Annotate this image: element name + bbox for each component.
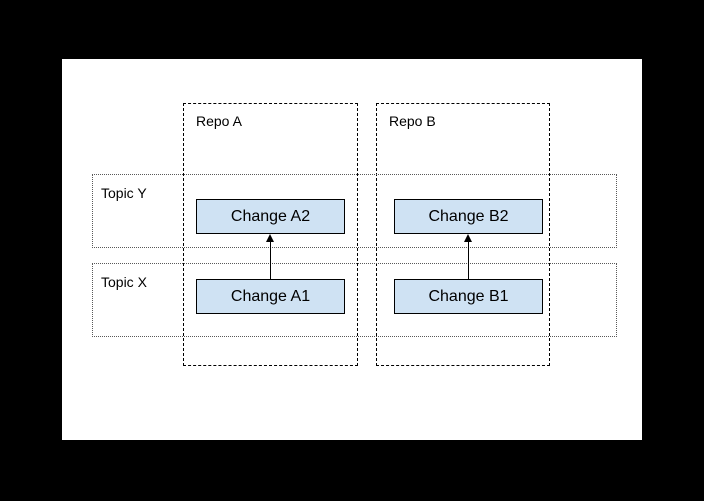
change-a1-node: Change A1 xyxy=(196,279,345,314)
repo-a-container: Repo A xyxy=(183,103,358,366)
repo-a-label: Repo A xyxy=(196,113,242,129)
arrow-up-icon xyxy=(266,234,274,242)
repo-b-container: Repo B xyxy=(376,103,550,366)
arrow-up-icon xyxy=(464,234,472,242)
change-a2-node: Change A2 xyxy=(196,199,345,234)
topic-y-lane: Topic Y xyxy=(92,174,617,248)
repo-b-label: Repo B xyxy=(389,113,436,129)
topic-x-lane: Topic X xyxy=(92,263,617,337)
diagram-canvas: Repo A Repo B Topic Y Topic X Change A2 … xyxy=(62,59,642,440)
topic-x-label: Topic X xyxy=(101,274,147,290)
change-b1-node: Change B1 xyxy=(394,279,543,314)
arrow-b1-to-b2-line xyxy=(468,241,469,279)
arrow-a1-to-a2-line xyxy=(270,241,271,279)
change-b2-node: Change B2 xyxy=(394,199,543,234)
topic-y-label: Topic Y xyxy=(101,185,147,201)
